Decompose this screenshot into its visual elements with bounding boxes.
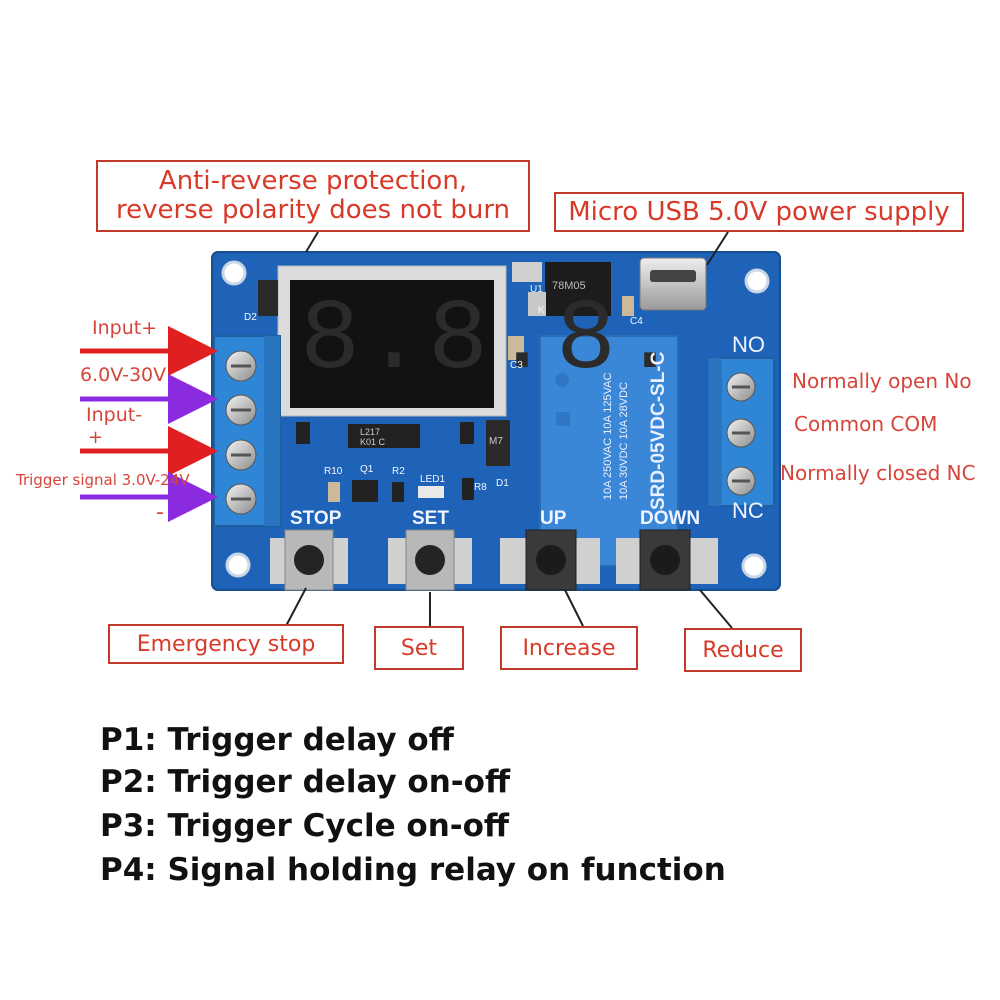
terminal-label-no: NO [732, 332, 765, 357]
button-label-stop: STOP [290, 508, 342, 529]
micro-usb-text: Micro USB 5.0V power supply [568, 197, 950, 227]
legend-p3: P3: Trigger Cycle on-off [100, 808, 510, 844]
legend-p2: P2: Trigger delay on-off [100, 764, 511, 800]
increase-callout: Increase [500, 626, 638, 670]
capacitor-c4 [622, 296, 634, 316]
diode-d1 [486, 420, 510, 466]
relay [539, 335, 679, 567]
emergency-stop-callout: Emergency stop [108, 624, 344, 664]
input-plus-label: Input+ [92, 317, 158, 339]
increase-text: Increase [522, 635, 616, 661]
label-k: K [538, 305, 545, 316]
resistor-r2 [392, 482, 404, 502]
resistor-r1 [296, 422, 310, 444]
regulator-marking: 78M05 [552, 280, 586, 292]
common-label: Common COM [794, 412, 938, 436]
anti-reverse-callout: Anti-reverse protection, reverse polarit… [96, 160, 530, 232]
reduce-text: Reduce [702, 637, 784, 663]
relay-rating-1: 10A 250VAC 10A 125VAC [602, 372, 614, 500]
voltage-regulator [512, 262, 611, 316]
set-callout: Set [374, 626, 464, 670]
reduce-callout: Reduce [684, 628, 802, 672]
button-label-down: DOWN [640, 508, 701, 529]
screw [726, 466, 756, 496]
label-c4: C4 [630, 316, 643, 327]
mounting-holes [221, 260, 770, 579]
anti-reverse-line2: reverse polarity does not burn [115, 195, 511, 225]
transistor-q1 [352, 480, 378, 502]
push-button-down [616, 529, 718, 591]
label-r2: R2 [392, 466, 405, 477]
led1 [418, 486, 444, 498]
input-minus-label: Input- [86, 404, 143, 426]
terminal-label-nc: NC [732, 498, 764, 523]
button-label-set: SET [412, 508, 449, 529]
relay-rating-2: 10A 30VDC 10A 28VDC [618, 381, 630, 500]
minus-sign-label: - [156, 500, 164, 525]
diode-marking: M7 [489, 436, 503, 447]
trigger-signal-label: Trigger signal 3.0V-24V [16, 471, 190, 489]
anti-reverse-line1: Anti-reverse protection, [158, 166, 468, 196]
label-q1: Q1 [360, 464, 374, 475]
normally-closed-label: Normally closed NC [780, 461, 976, 485]
input-terminal-block [213, 335, 281, 527]
diode-d2 [258, 280, 278, 316]
ic-marking: L217 [360, 427, 381, 437]
label-r10: R10 [324, 466, 343, 477]
button-label-up: UP [540, 508, 567, 529]
input-arrows [80, 326, 218, 522]
micro-usb-callout: Micro USB 5.0V power supply [554, 192, 964, 232]
display-digits: 8.8.8. [300, 285, 685, 398]
push-button-set [388, 529, 472, 591]
label-r8: R8 [474, 482, 487, 493]
output-terminal-block [707, 357, 775, 507]
label-u1: U1 [530, 284, 543, 295]
label-d1: D1 [496, 478, 509, 489]
plus-sign-label: + [88, 427, 104, 448]
screw [726, 372, 756, 402]
legend-p4: P4: Signal holding relay on function [100, 852, 726, 888]
push-button-stop [270, 529, 348, 591]
voltage-range-label: 6.0V-30V [80, 364, 167, 386]
emergency-stop-text: Emergency stop [136, 631, 316, 657]
resistor-r3 [460, 422, 474, 444]
label-led1: LED1 [420, 474, 446, 485]
ic-chip [348, 424, 420, 448]
legend-p1: P1: Trigger delay off [100, 722, 454, 758]
ic-marking-2: K01 C [360, 437, 386, 447]
screw [225, 483, 257, 515]
label-c3: C3 [510, 360, 523, 371]
resistor-r8 [462, 478, 474, 500]
push-button-up [500, 529, 600, 591]
resistor-r10 [328, 482, 340, 502]
label-d2: D2 [244, 312, 257, 323]
micro-usb-port [639, 257, 707, 311]
set-text: Set [400, 635, 438, 661]
screw [726, 418, 756, 448]
pointer-lines [285, 231, 733, 629]
screw [225, 350, 257, 382]
capacitor-c3 [508, 336, 524, 360]
screw [225, 394, 257, 426]
seven-segment-display [277, 265, 507, 417]
screw [225, 439, 257, 471]
normally-open-label: Normally open No [792, 369, 972, 393]
relay-model: SRD-05VDC-SL-C [648, 351, 669, 510]
